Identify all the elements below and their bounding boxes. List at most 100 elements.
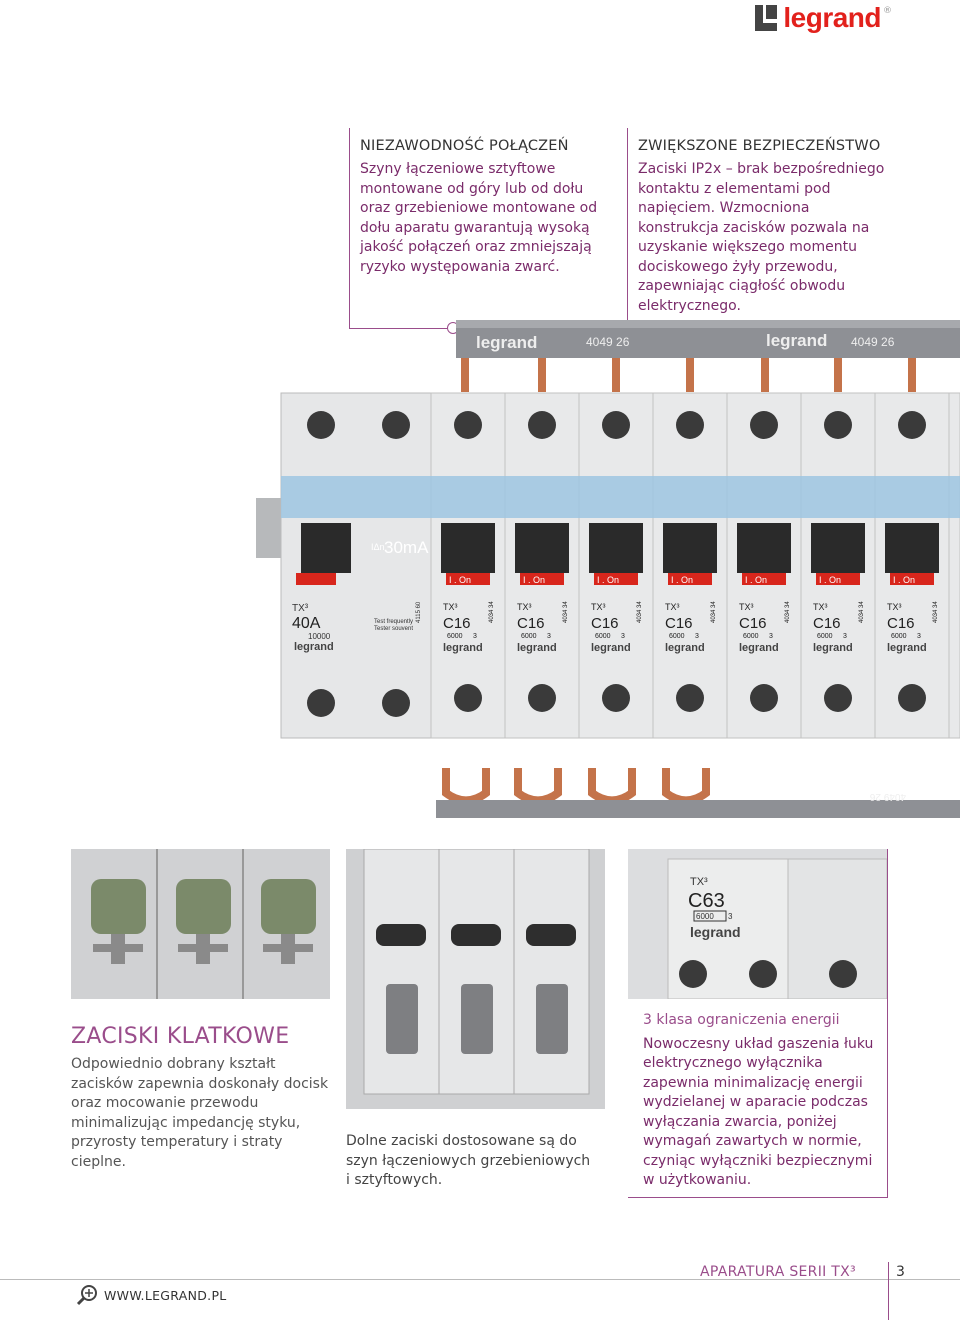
mcb-logo-1: legrand bbox=[443, 642, 483, 654]
mcb-brand-2: TX³ bbox=[517, 602, 532, 612]
mcb-brand-6: TX³ bbox=[813, 602, 828, 612]
mcb-logo-4: legrand bbox=[665, 642, 705, 654]
mcb-logo-5: legrand bbox=[739, 642, 779, 654]
mcb-on-label-6: I . On bbox=[819, 575, 841, 585]
circuit-breakers-illustration: legrand 4049 26 legrand 4049 26 bbox=[256, 320, 960, 818]
busbar-logo-2: legrand bbox=[766, 331, 827, 350]
website-url: WWW.LEGRAND.PL bbox=[104, 1287, 227, 1303]
mcb-on-label-3: I . On bbox=[597, 575, 619, 585]
photo-breaking: 6000 bbox=[696, 912, 714, 921]
mcb-brand-1: TX³ bbox=[443, 602, 458, 612]
busbar-code-2: 4049 26 bbox=[851, 335, 895, 349]
section-cage-terminals: ZACISKI KLATKOWE Odpowiednio dobrany ksz… bbox=[71, 1024, 341, 1172]
lower-terminals-caption: Dolne zaciski dostosowane są do szyn łąc… bbox=[346, 1133, 591, 1188]
photo-lower-terminals bbox=[346, 849, 605, 1109]
mcb-logo-7: legrand bbox=[887, 642, 927, 654]
mcb-class-2: 3 bbox=[547, 633, 551, 640]
mcb-on-label-1: I . On bbox=[449, 575, 471, 585]
mcb-rating-6: C16 bbox=[813, 615, 841, 632]
mcb-logo-3: legrand bbox=[591, 642, 631, 654]
mcb-breaking-6: 6000 bbox=[817, 633, 833, 640]
registered-mark: ® bbox=[883, 6, 892, 16]
copper-pins-top bbox=[461, 358, 916, 392]
magnifier-plus-icon bbox=[76, 1284, 98, 1306]
photo-cage-terminals bbox=[71, 849, 330, 999]
mcb-code-6: 4034 34 bbox=[859, 601, 865, 623]
footer-divider bbox=[888, 1262, 889, 1320]
legrand-logo-mark-icon bbox=[755, 5, 778, 31]
mcb-brand-3: TX³ bbox=[591, 602, 606, 612]
mcb-on-label-2: I . On bbox=[523, 575, 545, 585]
rcd-code: 4115 60 bbox=[416, 601, 422, 623]
page-number: 3 bbox=[896, 1264, 905, 1280]
mcb-code-3: 4034 34 bbox=[637, 601, 643, 623]
rcd-sens-prefix: IΔn bbox=[371, 542, 385, 552]
mcb-code-2: 4034 34 bbox=[563, 601, 569, 623]
rcd-sensitivity: 30mA bbox=[384, 538, 429, 557]
mcb-breaking-5: 6000 bbox=[743, 633, 759, 640]
copper-comb-bottom bbox=[442, 768, 710, 805]
rcd-rating: 40A bbox=[292, 615, 321, 632]
main-product-photo: legrand 4049 26 legrand 4049 26 bbox=[256, 318, 960, 838]
footer-series: APARATURA SERII TX³ bbox=[700, 1264, 856, 1280]
rcd-breaking: 10000 bbox=[308, 632, 331, 641]
mcb-brand-7: TX³ bbox=[887, 602, 902, 612]
section-reliability: NIEZAWODNOŚĆ POŁĄCZEŃ Szyny łączeniowe s… bbox=[349, 128, 620, 328]
mcb-code-1: 4034 34 bbox=[489, 601, 495, 623]
mcb-breaking-7: 6000 bbox=[891, 633, 907, 640]
energy-class-title: 3 klasa ograniczenia energii bbox=[643, 1012, 840, 1028]
rcd-test2: Tester souvent bbox=[374, 626, 413, 632]
mcb-class-4: 3 bbox=[695, 633, 699, 640]
mcb-on-label-4: I . On bbox=[671, 575, 693, 585]
lower-terminals-illustration bbox=[346, 849, 605, 1109]
photo-logo: legrand bbox=[690, 924, 741, 940]
footer-rule bbox=[0, 1279, 960, 1280]
section-safety: ZWIĘKSZONE BEZPIECZEŃSTWO Zaciski IP2x –… bbox=[627, 128, 898, 328]
cage-terminals-text: Odpowiednio dobrany kształt zacisków zap… bbox=[71, 1056, 329, 1170]
reliability-text: Szyny łączeniowe sztyftowe montowane od … bbox=[360, 161, 598, 275]
legrand-logo: legrand ® bbox=[755, 2, 892, 34]
photo-c63-breaker: TX³ C63 6000 3 legrand bbox=[628, 849, 887, 999]
mcb-rating-5: C16 bbox=[739, 615, 767, 632]
safety-title: ZWIĘKSZONE BEZPIECZEŃSTWO bbox=[638, 138, 881, 154]
energy-class-box: TX³ C63 6000 3 legrand 3 klasa ogranicze… bbox=[628, 849, 888, 1198]
cage-terminals-illustration bbox=[71, 849, 330, 999]
mcb-class-1: 3 bbox=[473, 633, 477, 640]
mcb-breaking-3: 6000 bbox=[595, 633, 611, 640]
mcb-class-6: 3 bbox=[843, 633, 847, 640]
safety-text: Zaciski IP2x – brak bezpośredniego konta… bbox=[638, 161, 885, 314]
photo-class: 3 bbox=[728, 912, 733, 921]
mcb-rating-4: C16 bbox=[665, 615, 693, 632]
photo-brand: TX³ bbox=[690, 876, 708, 888]
rcd-test: Test frequently bbox=[374, 619, 413, 625]
mcb-class-7: 3 bbox=[917, 633, 921, 640]
mcb-breaking-1: 6000 bbox=[447, 633, 463, 640]
mcb-logo-2: legrand bbox=[517, 642, 557, 654]
rcd-logo: legrand bbox=[294, 641, 334, 653]
mcb-class-3: 3 bbox=[621, 633, 625, 640]
mcb-rating-1: C16 bbox=[443, 615, 471, 632]
mcb-breaking-4: 6000 bbox=[669, 633, 685, 640]
cage-terminals-title: ZACISKI KLATKOWE bbox=[71, 1024, 290, 1049]
bottom-busbar-code: 4049 26 bbox=[869, 791, 906, 802]
rcd-brand: TX³ bbox=[292, 603, 309, 614]
mcb-rating-3: C16 bbox=[591, 615, 619, 632]
busbar-code-1: 4049 26 bbox=[586, 335, 630, 349]
website-link[interactable]: WWW.LEGRAND.PL bbox=[76, 1284, 227, 1306]
mcb-on-label-5: I . On bbox=[745, 575, 767, 585]
connector-line-left bbox=[349, 328, 452, 329]
mcb-brand-5: TX³ bbox=[739, 602, 754, 612]
mcb-rating-7: C16 bbox=[887, 615, 915, 632]
mcb-logo-6: legrand bbox=[813, 642, 853, 654]
mcb-brand-4: TX³ bbox=[665, 602, 680, 612]
mcb-code-7: 4034 34 bbox=[933, 601, 939, 623]
photo-rating: C63 bbox=[688, 890, 725, 912]
mcb-class-5: 3 bbox=[769, 633, 773, 640]
mcb-code-4: 4034 34 bbox=[711, 601, 717, 623]
busbar-logo-1: legrand bbox=[476, 333, 537, 352]
legrand-logo-text: legrand bbox=[783, 2, 881, 33]
mcb-rating-2: C16 bbox=[517, 615, 545, 632]
mcb-breaking-2: 6000 bbox=[521, 633, 537, 640]
energy-class-text: Nowoczesny układ gaszenia łuku elektrycz… bbox=[643, 1035, 874, 1189]
